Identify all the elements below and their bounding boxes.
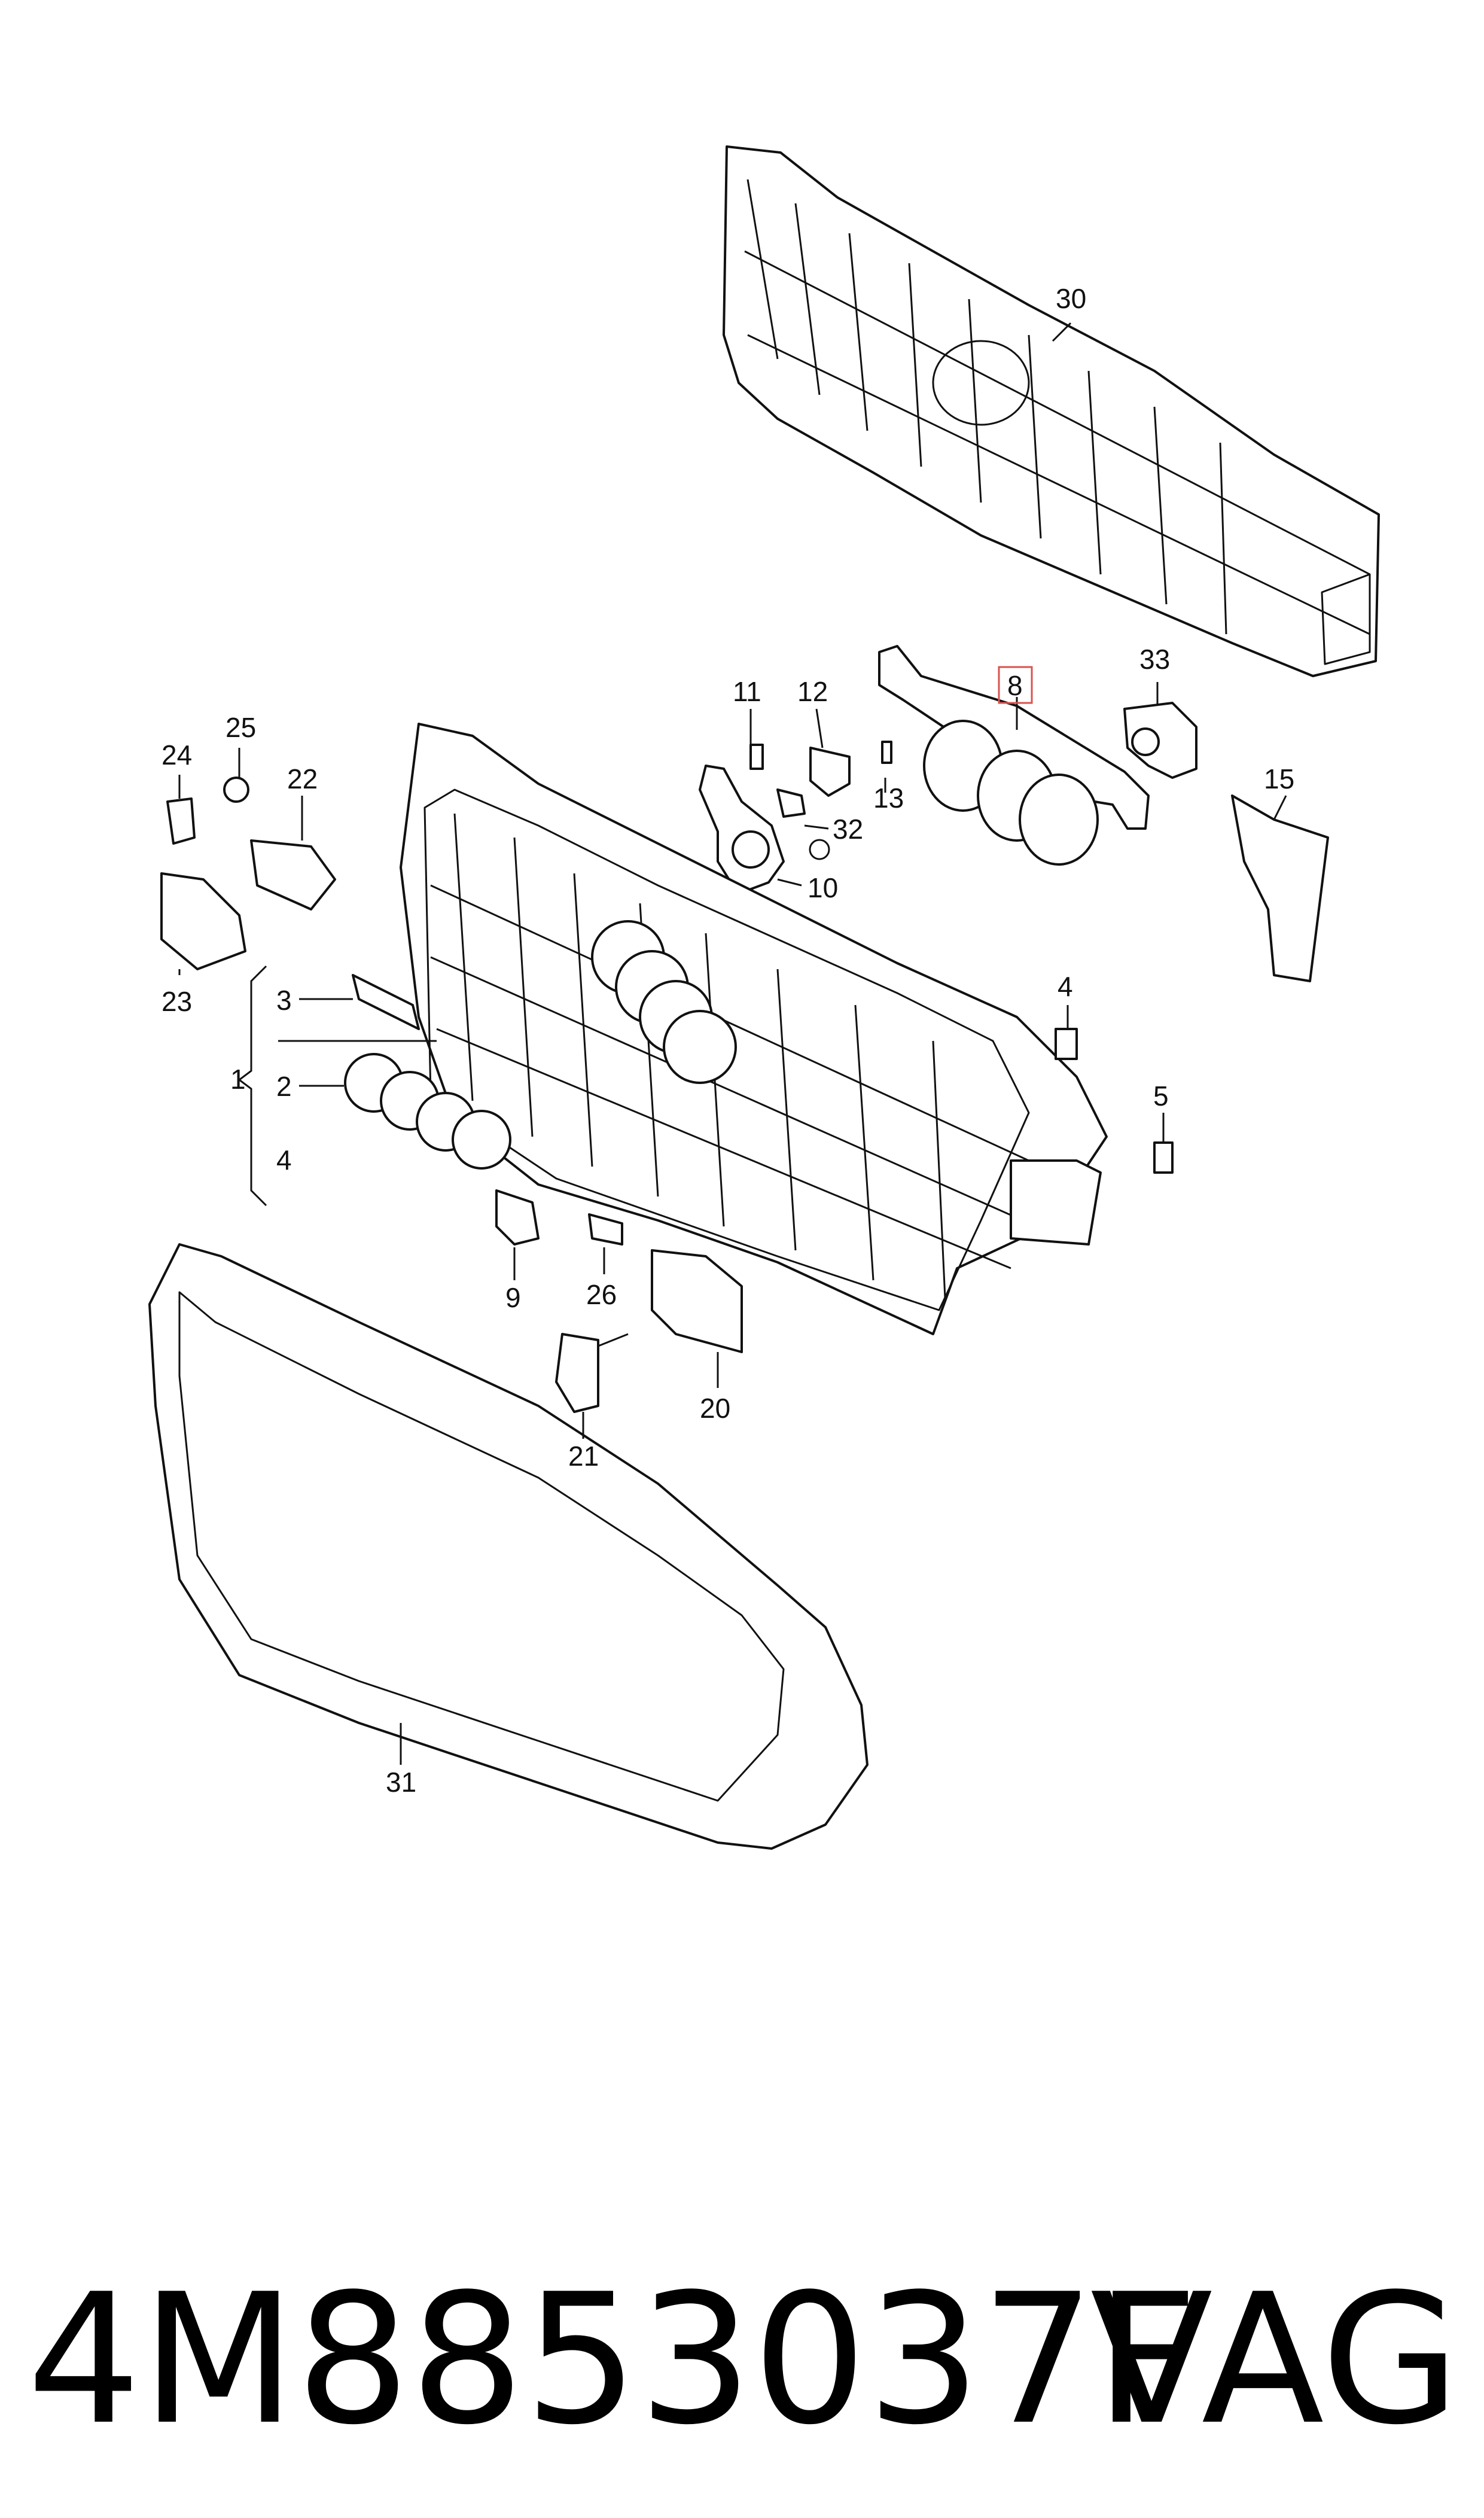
callout-9: 9 [505, 1282, 521, 1313]
callout-33: 33 [1139, 644, 1170, 675]
callout-8-highlight [998, 666, 1033, 704]
callout-32: 32 [833, 814, 863, 845]
part-4-clip [1055, 1028, 1078, 1060]
callout-10: 10 [807, 872, 838, 903]
part-3-emblem [352, 974, 420, 1030]
part-1-radiator-grille [400, 723, 1108, 1335]
part-26-pad [588, 1213, 623, 1246]
callout-11: 11 [733, 676, 761, 707]
callout-23: 23 [161, 986, 192, 1017]
callout-2: 2 [276, 1071, 292, 1102]
callout-8: 8 [1007, 670, 1023, 701]
callout-22: 22 [287, 763, 318, 794]
callout-24: 24 [161, 739, 192, 771]
callout-4-left: 4 [276, 1144, 292, 1176]
part-20-bracket [651, 1249, 743, 1353]
callout-5: 5 [1153, 1080, 1169, 1112]
callout-1: 1 [230, 1064, 246, 1095]
part-left-clips [160, 777, 336, 970]
part-33-sensor [1123, 702, 1197, 779]
callout-13: 13 [873, 783, 904, 814]
part-2-rings-emblem [344, 1053, 511, 1170]
brand-label: VAG [1090, 2255, 1460, 2464]
callout-21: 21 [568, 1441, 599, 1472]
part-9-clip [495, 1189, 540, 1246]
callout-30: 30 [1056, 283, 1086, 314]
part-number: 4M8853037F [27, 2255, 1199, 2464]
callout-25: 25 [226, 712, 256, 743]
callout-3: 3 [276, 985, 292, 1016]
part-30-support-frame [723, 145, 1380, 677]
footer-caption: 4M8853037F VAG [0, 2213, 1484, 2477]
callout-4-right: 4 [1058, 971, 1073, 1002]
callout-26: 26 [586, 1279, 617, 1310]
callout-12: 12 [797, 676, 828, 707]
part-5-screw [1153, 1141, 1174, 1174]
callout-31: 31 [386, 1767, 416, 1798]
leader-lines [178, 322, 1287, 1765]
callout-labels: 30 8 33 11 12 13 32 10 15 25 24 22 23 3 … [161, 283, 1294, 1798]
part-15-side-strip [1231, 794, 1329, 982]
callout-20: 20 [700, 1393, 730, 1424]
part-31-grille-frame [148, 1243, 869, 1850]
part-8-ring-carrier [878, 645, 1150, 866]
callout-15: 15 [1264, 763, 1294, 794]
part-21-sensor [555, 1333, 629, 1413]
